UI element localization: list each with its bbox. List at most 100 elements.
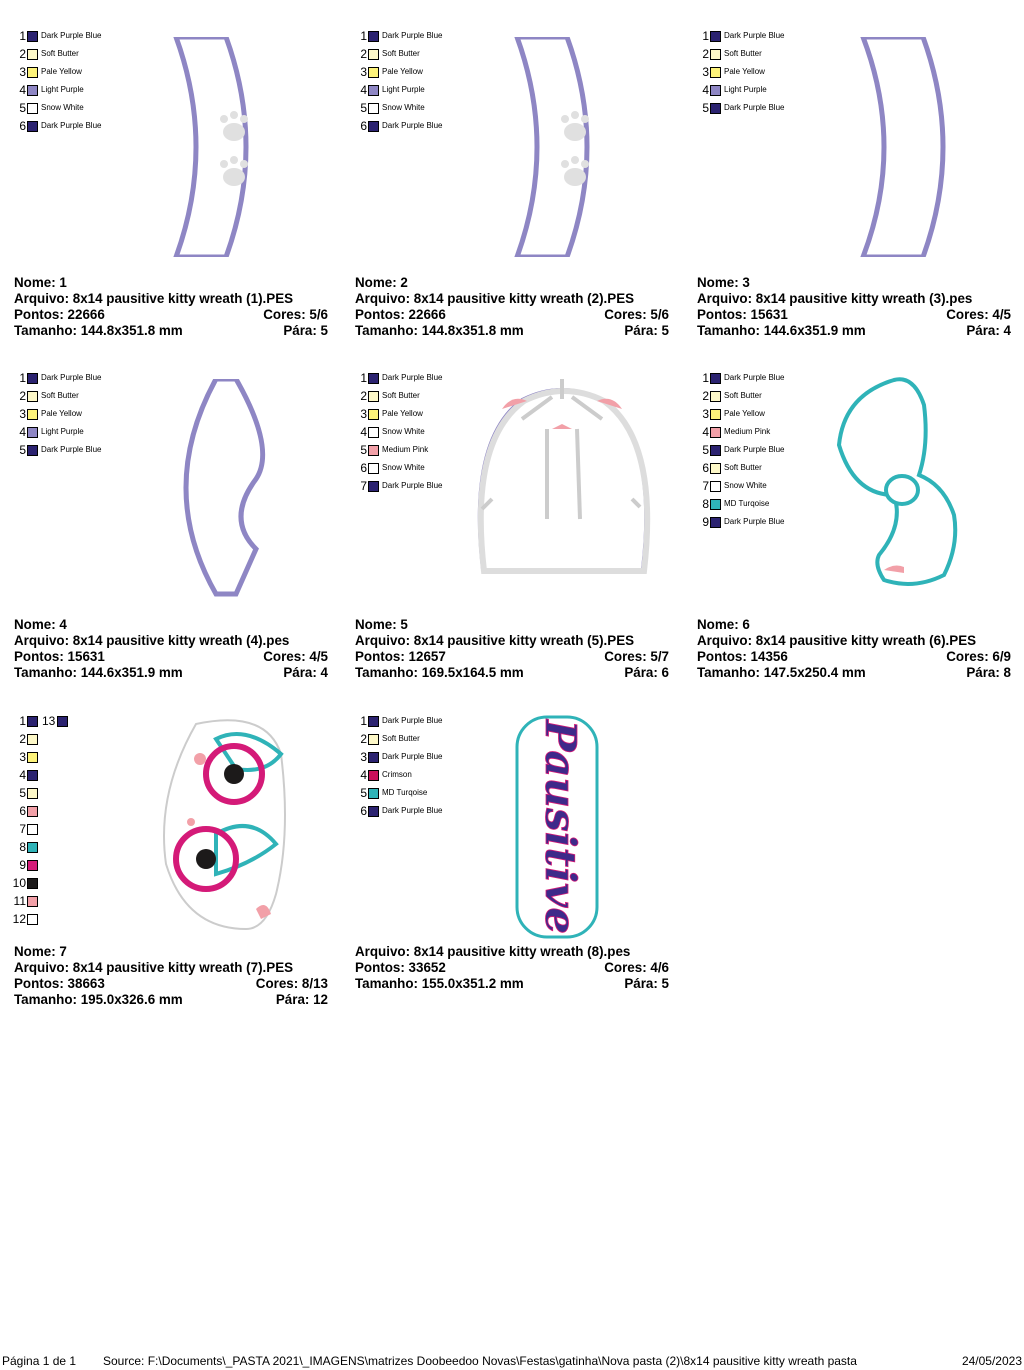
- legend-color-name: Light Purple: [724, 85, 767, 94]
- legend-number: 7: [702, 479, 709, 493]
- legend-swatch: [27, 48, 38, 60]
- design-size: Tamanho: 144.8x351.8 mm: [14, 323, 183, 338]
- legend-number: 5: [702, 101, 709, 115]
- legend-row: 12: [12, 910, 41, 928]
- legend-number: 3: [19, 65, 26, 79]
- design-name: Nome: 5: [355, 617, 408, 632]
- legend-swatch: [368, 462, 379, 474]
- legend-swatch: [27, 805, 38, 817]
- color-count: Cores: 5/7: [604, 649, 669, 664]
- legend-swatch: [710, 408, 721, 420]
- legend-row: 2: [12, 730, 41, 748]
- legend-number: 1: [19, 714, 26, 728]
- legend-color-name: Dark Purple Blue: [382, 716, 443, 725]
- legend-number: 1: [360, 29, 367, 43]
- legend-number: 6: [702, 461, 709, 475]
- legend-number: 4: [19, 425, 26, 439]
- legend-color-name: Crimson: [382, 770, 412, 779]
- legend-number: 4: [19, 83, 26, 97]
- legend-number: 9: [19, 858, 26, 872]
- design-info: Nome: 2 Arquivo: 8x14 pausitive kitty wr…: [355, 275, 669, 339]
- legend-row: 9: [12, 856, 41, 874]
- stop-count: Pára: 8: [966, 665, 1011, 680]
- legend-swatch: [710, 102, 721, 114]
- legend-row: 4: [12, 766, 41, 784]
- pausitive-text: Pausitive: [536, 719, 585, 934]
- legend-swatch: [368, 102, 379, 114]
- legend-color-name: Dark Purple Blue: [382, 121, 443, 130]
- print-date: 24/05/2023: [961, 1354, 1022, 1368]
- legend-swatch: [27, 787, 38, 799]
- legend-color-name: Dark Purple Blue: [724, 517, 785, 526]
- legend-swatch: [368, 751, 379, 763]
- color-count: Cores: 4/6: [604, 960, 669, 975]
- bow-artwork: [836, 377, 958, 586]
- legend-color-name: Soft Butter: [724, 391, 762, 400]
- legend-swatch: [710, 372, 721, 384]
- legend-number: 5: [360, 786, 367, 800]
- legend-color-name: Dark Purple Blue: [382, 481, 443, 490]
- legend-swatch: [710, 30, 721, 42]
- legend-row: 5: [12, 784, 41, 802]
- design-info: Nome: 6 Arquivo: 8x14 pausitive kitty wr…: [697, 617, 1011, 681]
- kitty-glasses-artwork: [163, 719, 286, 931]
- legend-number: 4: [360, 83, 367, 97]
- legend-swatch: [710, 66, 721, 78]
- legend-color-name: Light Purple: [41, 85, 84, 94]
- design-name: Nome: 7: [14, 944, 67, 959]
- legend-number: 9: [702, 515, 709, 529]
- legend-number: 11: [13, 894, 26, 908]
- design-file: Arquivo: 8x14 pausitive kitty wreath (1)…: [14, 291, 294, 306]
- legend-number: 5: [360, 101, 367, 115]
- legend-color-name: Soft Butter: [724, 463, 762, 472]
- legend-swatch: [368, 84, 379, 96]
- design-name: Nome: 1: [14, 275, 67, 290]
- design-info: Nome: 7 Arquivo: 8x14 pausitive kitty wr…: [14, 944, 328, 1008]
- design-name: Nome: 6: [697, 617, 750, 632]
- legend-color-name: Pale Yellow: [724, 67, 765, 76]
- design-file: Arquivo: 8x14 pausitive kitty wreath (3)…: [697, 291, 973, 306]
- legend-color-name: Snow White: [41, 103, 84, 112]
- design-size: Tamanho: 147.5x250.4 mm: [697, 665, 866, 680]
- legend-swatch: [27, 877, 38, 889]
- legend-number: 5: [19, 443, 26, 457]
- design-size: Tamanho: 144.6x351.9 mm: [14, 665, 183, 680]
- legend-swatch: [27, 426, 38, 438]
- legend-row: 11: [12, 892, 41, 910]
- legend-number: 3: [360, 407, 367, 421]
- legend-swatch: [710, 444, 721, 456]
- legend-row: 6 Soft Butter: [695, 459, 784, 477]
- legend-color-name: Dark Purple Blue: [382, 31, 443, 40]
- kitty-head-artwork: [477, 379, 651, 574]
- legend-swatch: [710, 516, 721, 528]
- legend-color-name: Soft Butter: [382, 49, 420, 58]
- legend-number: 1: [360, 714, 367, 728]
- design-name: Nome: 2: [355, 275, 408, 290]
- design-file: Arquivo: 8x14 pausitive kitty wreath (5)…: [355, 633, 635, 648]
- legend-number: 1: [360, 371, 367, 385]
- stop-count: Pára: 6: [624, 665, 669, 680]
- legend-color-name: Dark Purple Blue: [382, 752, 443, 761]
- legend-swatch: [710, 390, 721, 402]
